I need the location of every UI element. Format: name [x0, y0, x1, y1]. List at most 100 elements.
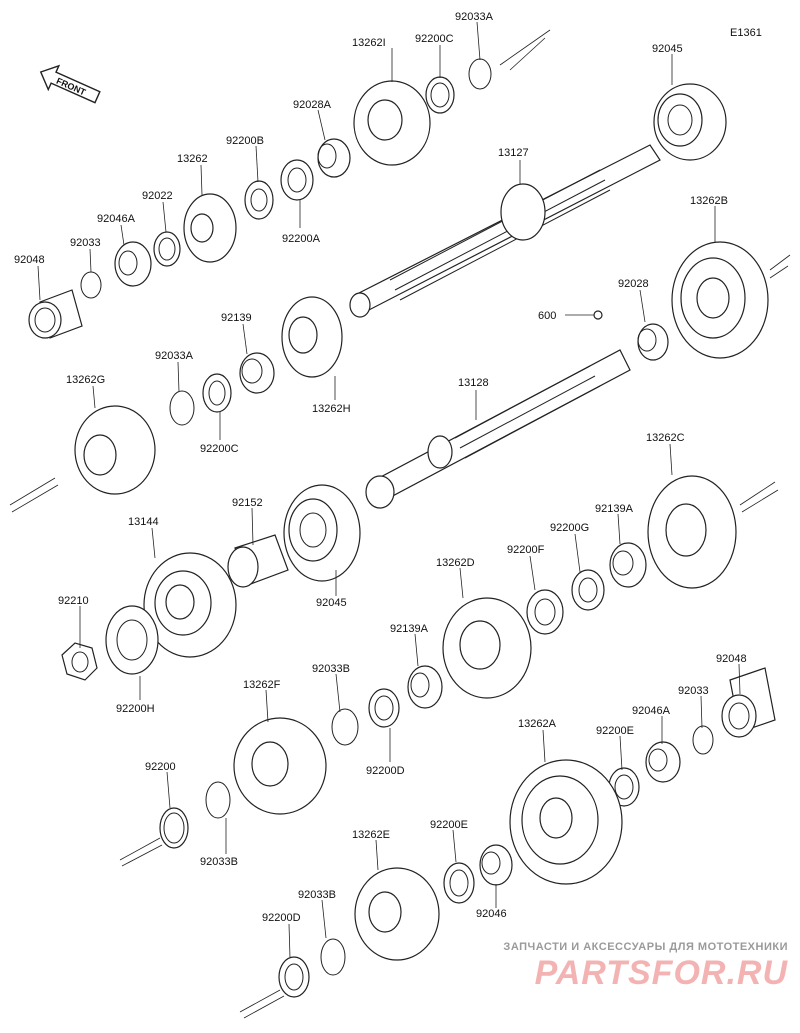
gear-13262G [74, 405, 156, 495]
part-label[interactable]: 13128 [458, 377, 489, 389]
diagram-code: E1361 [730, 27, 762, 39]
dot-600 [565, 310, 603, 320]
part-label[interactable]: 92046A [632, 705, 671, 717]
washer-92200F [526, 589, 564, 635]
part-label[interactable]: 92200E [596, 725, 634, 737]
part-label[interactable]: 92200D [366, 765, 405, 777]
part-label[interactable]: 13262D [436, 557, 475, 569]
gear-13262D [442, 597, 532, 699]
part-label[interactable]: 92200G [550, 522, 589, 534]
part-label[interactable]: 92200C [415, 33, 454, 45]
part-label[interactable]: 92046 [476, 908, 507, 920]
part-label[interactable]: 92200H [116, 703, 155, 715]
washer-92200B [244, 180, 274, 220]
bearing-92139A-mid [407, 665, 443, 709]
nut-92210 [61, 642, 98, 681]
gear-13262 [183, 193, 237, 263]
washer-92200A [280, 159, 314, 201]
bearing-92139A-right [609, 542, 647, 588]
circlip-92033-bottom [692, 725, 714, 755]
shaft-13127 [349, 144, 661, 318]
part-label[interactable]: 92200D [262, 912, 301, 924]
part-label[interactable]: 92152 [232, 497, 263, 509]
part-label[interactable]: 13262A [518, 718, 557, 730]
washer-92200H [105, 605, 159, 675]
watermark-brand: PARTSFOR.RU [535, 954, 789, 992]
part-label[interactable]: 13262 [177, 153, 208, 165]
part-label[interactable]: 92045 [316, 597, 347, 609]
circlip-92033B-b [205, 781, 231, 819]
bearing-92139 [239, 352, 275, 394]
part-label[interactable]: 92033 [678, 685, 709, 697]
gear-13262I [353, 80, 431, 166]
part-label[interactable]: 13144 [128, 516, 159, 528]
part-label[interactable]: 13262G [66, 374, 105, 386]
part-label[interactable]: 92033B [298, 889, 336, 901]
part-label[interactable]: 13262C [646, 432, 685, 444]
part-label[interactable]: 92028A [293, 99, 332, 111]
watermark-logo: ЗАПЧАСТИ И АКСЕССУАРЫ ДЛЯ МОТОТЕХНИКИ PA… [503, 941, 789, 992]
part-label[interactable]: 13262I [352, 37, 386, 49]
washer-92200C-top [425, 76, 455, 114]
spacer-92152 [227, 534, 289, 588]
gear-13262A [509, 759, 623, 885]
part-label[interactable]: 92046A [97, 213, 136, 225]
gear-13127-integral [500, 183, 546, 241]
circlip-92033A-mid [169, 390, 195, 426]
bushing-92048-bottom [721, 667, 776, 738]
gear-13262F [233, 717, 327, 815]
part-label[interactable]: 92048 [14, 254, 45, 266]
part-label[interactable]: 92210 [58, 595, 89, 607]
part-label[interactable]: 92022 [142, 190, 173, 202]
part-label[interactable]: 92045 [652, 43, 683, 55]
part-label[interactable]: 92028 [618, 278, 649, 290]
part-label[interactable]: 92200 [145, 761, 176, 773]
leader-lines [37, 21, 741, 959]
part-label[interactable]: 13262E [352, 829, 390, 841]
part-label[interactable]: 92200E [430, 819, 468, 831]
part-label[interactable]: 92033B [200, 856, 238, 868]
bearing-92045-mid [283, 484, 361, 582]
part-label[interactable]: 92139 [221, 312, 252, 324]
bushing-92048-top [28, 289, 83, 339]
part-label[interactable]: 13262F [243, 679, 281, 691]
part-label[interactable]: 92200F [507, 544, 545, 556]
bearing-92045-top [653, 83, 727, 161]
shaft-13128 [365, 349, 631, 509]
part-label[interactable]: 92139A [390, 623, 429, 635]
bearing-92046A-top [114, 241, 152, 287]
bushing-92028 [637, 323, 669, 361]
part-label[interactable]: 92200A [282, 233, 321, 245]
watermark-tagline: ЗАПЧАСТИ И АКСЕССУАРЫ ДЛЯ МОТОТЕХНИКИ [503, 941, 788, 953]
front-arrow-icon: FRONT [39, 64, 101, 104]
part-label[interactable]: 92033B [312, 663, 350, 675]
gear-13262H [281, 296, 343, 378]
gear-13262B [671, 241, 769, 359]
part-label[interactable]: 92033A [455, 11, 494, 23]
circlip-92033-top [80, 271, 102, 299]
circlip-92033B-c [320, 938, 346, 976]
part-label[interactable]: 92139A [595, 503, 634, 515]
part-label[interactable]: 13262B [690, 195, 728, 207]
part-label[interactable]: 600 [538, 310, 556, 322]
sprocket-13144 [143, 552, 237, 658]
circlip-92033A-top [468, 58, 492, 90]
axis-lines [9, 29, 791, 1019]
bearing-92046A-bottom [645, 741, 681, 783]
part-label[interactable]: 92200B [226, 135, 264, 147]
part-label[interactable]: 92200C [200, 443, 239, 455]
circlip-92033B-a [331, 708, 359, 746]
washer-92022 [153, 231, 181, 267]
washer-92200D-a [368, 688, 400, 728]
part-label[interactable]: 92048 [716, 653, 747, 665]
gear-13262C [647, 475, 737, 589]
part-label[interactable]: 92033A [155, 350, 194, 362]
washer-92200E-b [443, 862, 475, 904]
washer-92200C-mid [202, 373, 232, 413]
bearing-92046 [479, 844, 513, 886]
part-label[interactable]: 92033 [70, 237, 101, 249]
washer-92200G [571, 569, 605, 611]
part-label[interactable]: 13127 [498, 147, 529, 159]
part-label[interactable]: 13262H [312, 403, 351, 415]
